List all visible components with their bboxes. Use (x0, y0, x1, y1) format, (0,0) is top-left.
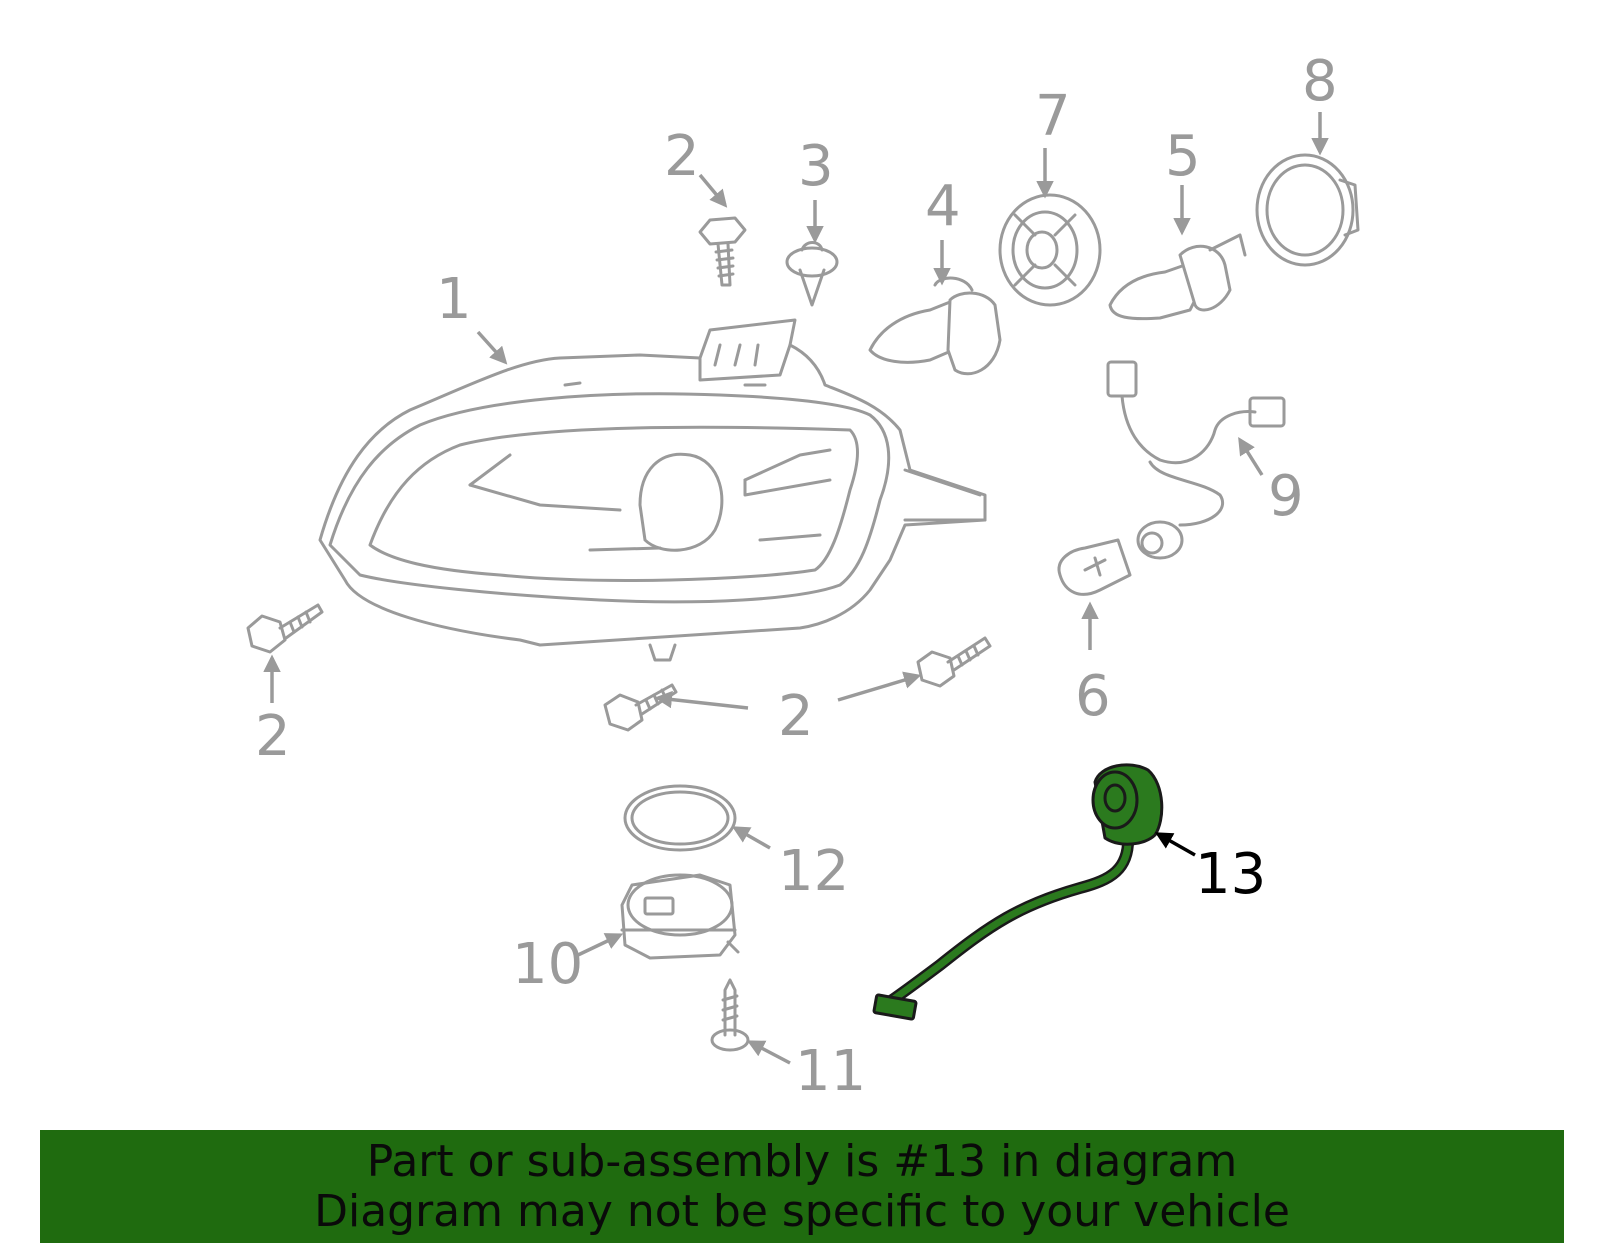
callout-6: 6 (1075, 664, 1111, 729)
callout-labels: 1 2 3 4 7 5 8 9 6 2 2 12 10 11 13 (255, 49, 1338, 1104)
callout-13: 13 (1195, 842, 1266, 907)
lamp-cover-8 (1255, 153, 1360, 267)
bulb-socket-7 (998, 193, 1102, 307)
bolt-bottom-right (916, 636, 992, 688)
info-banner: Part or sub-assembly is #13 in diagram D… (40, 1130, 1564, 1243)
callout-10: 10 (512, 932, 583, 997)
o-ring-12 (623, 784, 737, 852)
bolt-left (246, 603, 324, 654)
wiring-harness-9 (1106, 360, 1286, 560)
callout-4: 4 (925, 174, 961, 239)
callout-1: 1 (436, 267, 472, 332)
callout-2-top: 2 (664, 124, 700, 189)
ballast-cap-10 (620, 873, 740, 960)
headlamp-bulb-5 (1108, 233, 1247, 321)
callout-12: 12 (778, 839, 849, 904)
banner-line-2: Diagram may not be specific to your vehi… (314, 1185, 1290, 1237)
small-bulb-6 (1057, 538, 1132, 596)
bolt-bottom-center (603, 683, 678, 732)
callout-5: 5 (1165, 124, 1201, 189)
callout-arrows (263, 112, 1329, 1065)
callout-2-bottom: 2 (778, 684, 814, 749)
callout-2-left: 2 (255, 704, 291, 769)
callout-8: 8 (1302, 49, 1338, 114)
headlamp-bulb-4 (868, 276, 1002, 376)
callout-3: 3 (798, 134, 834, 199)
screw-11 (710, 978, 750, 1052)
push-clip (785, 241, 839, 307)
bolt-top (698, 216, 747, 287)
callout-11: 11 (795, 1039, 866, 1104)
banner-line-1: Part or sub-assembly is #13 in diagram (366, 1135, 1238, 1187)
headlamp-assembly (318, 318, 987, 662)
callout-7: 7 (1035, 84, 1071, 149)
callout-9: 9 (1268, 464, 1304, 529)
highlighted-part-13 (872, 763, 1164, 1021)
